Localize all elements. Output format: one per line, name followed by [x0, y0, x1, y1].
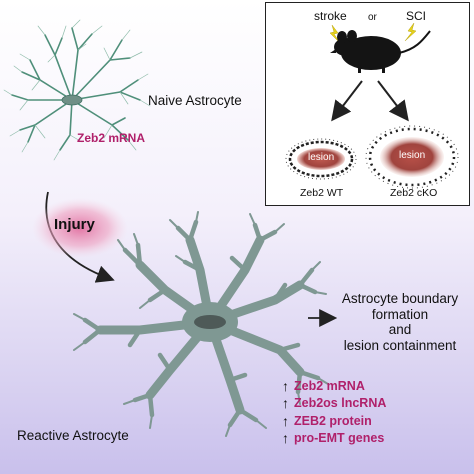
outcome-line-4: lesion containment [343, 337, 457, 353]
zeb2-mrna-label: Zeb2 mRNA [77, 131, 146, 145]
outcome-line-2: formation [371, 306, 429, 322]
stroke-label: stroke [314, 9, 347, 23]
sci-label: SCI [406, 9, 427, 23]
outcome-line-3: and [388, 322, 412, 337]
up-arrow-icon: ↑ [282, 395, 289, 412]
inset-arrow-left [331, 80, 363, 122]
reactive-astrocyte [73, 211, 329, 437]
reactive-astrocyte-label: Reactive Astrocyte [17, 428, 129, 443]
naive-astrocyte [3, 19, 151, 161]
naive-astrocyte-label: Naive Astrocyte [148, 93, 242, 108]
lesion-cko-label: lesion [399, 150, 426, 161]
outcome-text: Astrocyte boundary formation and lesion … [330, 291, 470, 353]
inset-arrow-right [377, 80, 409, 122]
up-arrow-icon: ↑ [282, 412, 289, 429]
injury-glow [32, 198, 128, 258]
inset-panel: stroke or SCI lesion lesion Zeb2 WT Zeb2… [265, 2, 470, 206]
list-item: ↑pro-EMT genes [282, 430, 385, 447]
inset-canvas [285, 22, 459, 189]
list-item: ↑Zeb2os lncRNA [282, 395, 387, 412]
mouse-icon [330, 30, 431, 73]
reactive-nucleus [194, 315, 226, 329]
injury-label: Injury [54, 216, 95, 233]
lesion-cko [365, 125, 459, 189]
upregulated-list: ↑Zeb2 mRNA ↑Zeb2os lncRNA ↑ZEB2 protein … [282, 377, 386, 447]
up-arrow-icon: ↑ [282, 377, 289, 394]
list-item: ↑ZEB2 protein [282, 412, 372, 429]
list-item: ↑Zeb2 mRNA [282, 377, 365, 394]
lesion-wt [285, 138, 357, 180]
zeb2-wt-label: Zeb2 WT [300, 187, 344, 199]
outcome-line-1: Astrocyte boundary [341, 291, 459, 306]
zeb2-cko-label: Zeb2 cKO [390, 187, 438, 199]
or-label: or [368, 12, 377, 23]
lightning-icon [404, 22, 417, 42]
lesion-wt-label: lesion [308, 152, 335, 163]
up-arrow-icon: ↑ [282, 430, 289, 447]
